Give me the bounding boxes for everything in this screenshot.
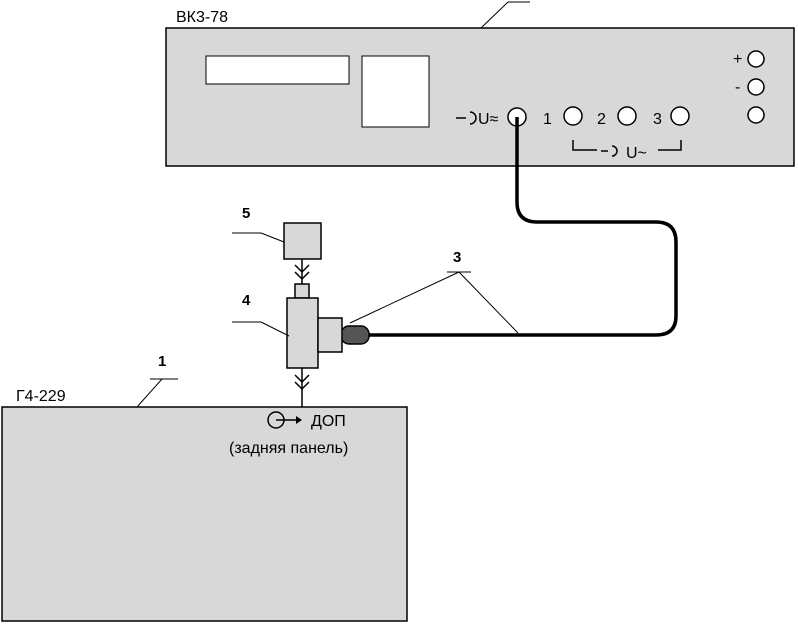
load-callout-number: 5 <box>242 205 250 222</box>
generator-model-label: Г4-229 <box>16 388 66 405</box>
channel-2-label: 2 <box>597 111 606 128</box>
cable-plug <box>340 325 370 345</box>
tee-top-stub <box>294 283 310 299</box>
channel-group-label: U~ <box>626 145 647 162</box>
generator-callout-leader <box>136 378 163 408</box>
channel-2-jack[interactable] <box>617 106 637 126</box>
load-callout-leader <box>260 232 285 243</box>
generator-callout-number: 1 <box>158 353 166 370</box>
tee-callout-number: 4 <box>242 292 251 309</box>
minus-jack[interactable] <box>747 78 765 96</box>
ground-jack[interactable] <box>747 106 765 124</box>
tee-side-branch <box>317 317 343 353</box>
input-terminal-u-ac-dc[interactable]: U≈ <box>456 107 527 128</box>
load-block: 5 <box>232 205 322 284</box>
voltmeter-display <box>205 55 350 85</box>
channel-group-bracket <box>572 140 682 157</box>
terminal-symbol-icon <box>456 111 477 125</box>
cable-callout-number: 3 <box>453 249 461 266</box>
cable: 3 <box>340 117 678 345</box>
input-terminal-label: U≈ <box>478 111 499 128</box>
cable-wire <box>360 117 678 337</box>
voltmeter-model-label: ВК3-78 <box>176 9 228 26</box>
generator-output-label: ДОП <box>311 413 346 430</box>
generator-device: Г4-229 1 ДОП (задняя панель) <box>1 353 408 622</box>
tee-adapter: 4 <box>232 283 343 407</box>
tee-body <box>286 297 319 369</box>
channel-3-label: 3 <box>653 111 662 128</box>
load-connector-icon <box>294 259 310 284</box>
voltmeter-device: ВК3-78 U≈ 1 2 3 U~ + <box>165 1 795 167</box>
minus-label: - <box>735 79 740 96</box>
channel-1-label: 1 <box>543 111 552 128</box>
plus-jack[interactable] <box>747 50 765 68</box>
generator-output-note: (задняя панель) <box>229 440 348 457</box>
channel-3-jack[interactable] <box>670 106 690 126</box>
output-connector-icon <box>267 411 302 429</box>
cable-callout-leader-b <box>458 271 519 334</box>
voltmeter-callout-leader <box>480 1 509 29</box>
tee-callout-leader <box>260 321 290 337</box>
channel-1-jack[interactable] <box>563 106 583 126</box>
tee-connector-icon <box>294 368 310 407</box>
cable-callout-leader-a <box>349 271 460 324</box>
voltmeter-panel <box>165 27 795 167</box>
load-body <box>283 222 322 260</box>
voltmeter-indicator-window <box>361 55 430 128</box>
plus-label: + <box>733 51 742 68</box>
generator-panel <box>1 406 408 622</box>
